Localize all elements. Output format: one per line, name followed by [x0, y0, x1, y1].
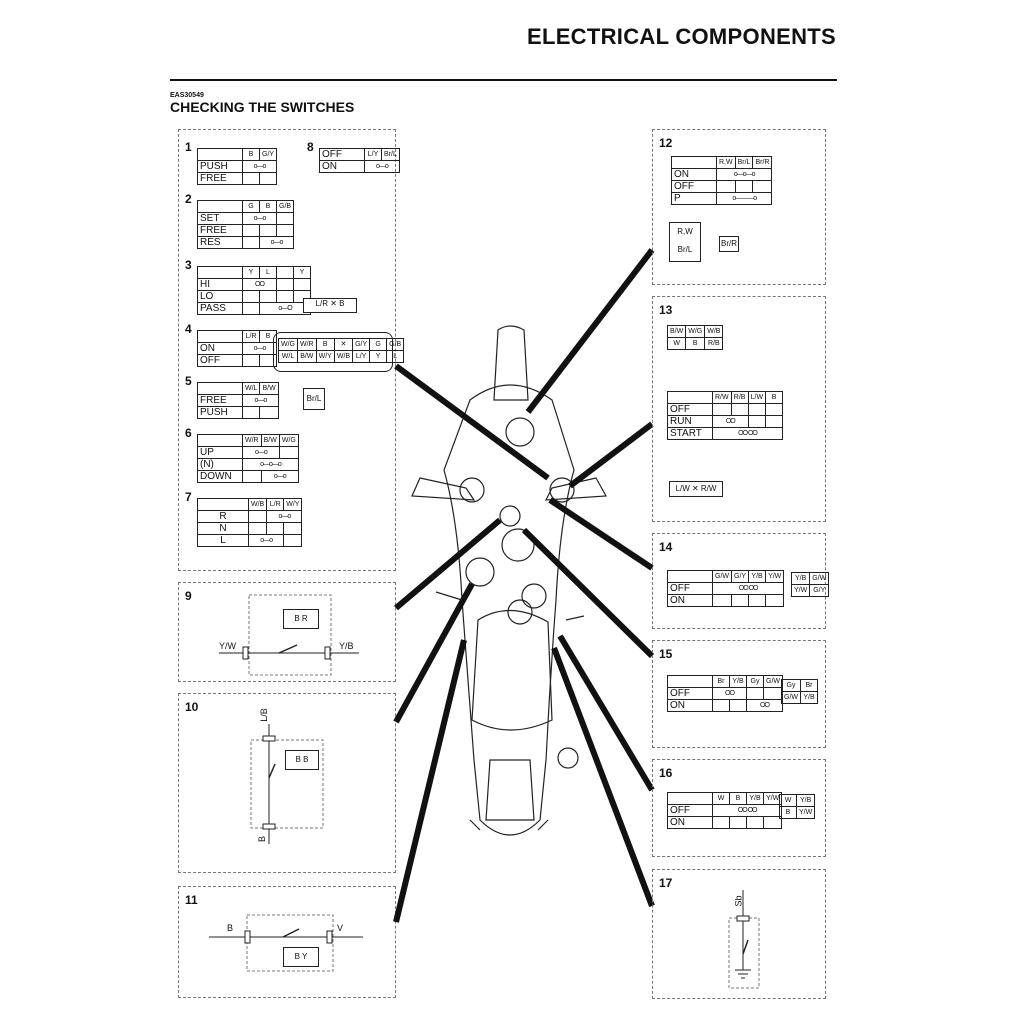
wire-label: V — [337, 923, 344, 933]
wire-label: Y/W — [219, 641, 236, 651]
connector-b-y: B Y — [283, 947, 319, 967]
circuit-9 — [219, 594, 359, 676]
switch-number: 13 — [659, 303, 673, 317]
switch-number: 3 — [185, 258, 192, 272]
switch-number: 10 — [185, 700, 199, 714]
switch-number: 2 — [185, 192, 192, 206]
connector-b-b: B B — [285, 750, 319, 770]
circuit-17 — [728, 890, 760, 989]
header-rule — [170, 79, 837, 81]
switch-number: 14 — [659, 540, 673, 554]
page-header-title: ELECTRICAL COMPONENTS — [526, 24, 836, 49]
panel-switch-11: 11 B V B Y — [178, 886, 396, 998]
circuit-11 — [209, 914, 363, 972]
panel-switch-10: 10 L/B B B B — [178, 693, 396, 873]
switch-number: 16 — [659, 766, 673, 780]
circuit-10 — [250, 724, 324, 844]
section-code: EAS30549 — [170, 92, 204, 99]
section-title: CHECKING THE SWITCHES — [170, 99, 355, 115]
switch-number: 12 — [659, 136, 673, 150]
switch-number: 15 — [659, 647, 673, 661]
connector-brl: Br/L — [303, 388, 325, 410]
switch-number: 5 — [185, 374, 192, 388]
switch-number: 1 — [185, 140, 192, 154]
connector-lr-b: L/R ✕ B — [303, 298, 357, 313]
switch-number: 11 — [185, 893, 198, 907]
panel-switch-9: 9 Y/W Y/B B R — [178, 582, 396, 682]
connector-lw-rw: L/W ✕ R/W — [669, 481, 723, 497]
switch-number: 17 — [659, 876, 673, 890]
wire-label: Y/B — [339, 641, 354, 651]
wire-label: B — [227, 923, 234, 933]
wire-label: Sb — [733, 895, 744, 907]
switch-number: 4 — [185, 322, 192, 336]
connector-b-r: B R — [283, 609, 319, 629]
switch-number: 7 — [185, 490, 192, 504]
switch-number: 9 — [185, 589, 192, 603]
panel-switch-17: 17 Sb — [652, 869, 826, 999]
switch-number: 6 — [185, 426, 192, 440]
connector-brr: Br/R — [719, 236, 739, 252]
switch-number: 8 — [307, 140, 314, 154]
